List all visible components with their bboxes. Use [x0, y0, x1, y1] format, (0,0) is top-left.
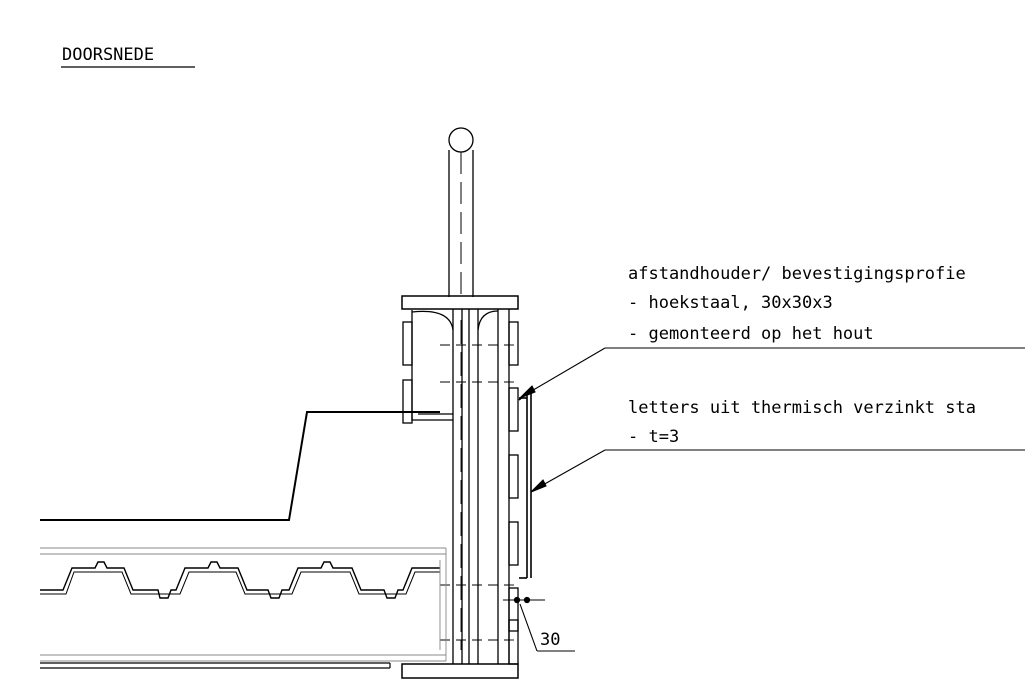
bottom-flange-plate [401, 663, 519, 679]
letters-note-line1: letters uit thermisch verzinkt sta [628, 398, 976, 418]
roof-edge-line [40, 411, 440, 521]
vertical-profile [411, 309, 510, 664]
left-bracket [402, 310, 453, 424]
profile-note-line1: afstandhouder/ bevestigingsprofie [628, 264, 966, 284]
profile-leader [519, 347, 1025, 399]
letters-leader [530, 449, 1025, 493]
drawing-title: DOORSNEDE [62, 45, 154, 65]
profile-note-line2: - hoekstaal, 30x30x3 [628, 293, 833, 313]
top-flange-plate [401, 295, 519, 310]
dimension-value: 30 [540, 630, 560, 650]
steel-deck [40, 561, 440, 599]
right-clips [508, 321, 519, 665]
railing-post [448, 127, 474, 300]
deck-support [40, 547, 447, 662]
dimension-30 [503, 596, 575, 652]
bolt-centerlines [440, 344, 520, 641]
floor-line [40, 662, 391, 669]
letter-plate [518, 392, 532, 579]
letters-note-line2: - t=3 [628, 427, 679, 447]
profile-note-line3: - gemonteerd op het hout [628, 324, 874, 344]
